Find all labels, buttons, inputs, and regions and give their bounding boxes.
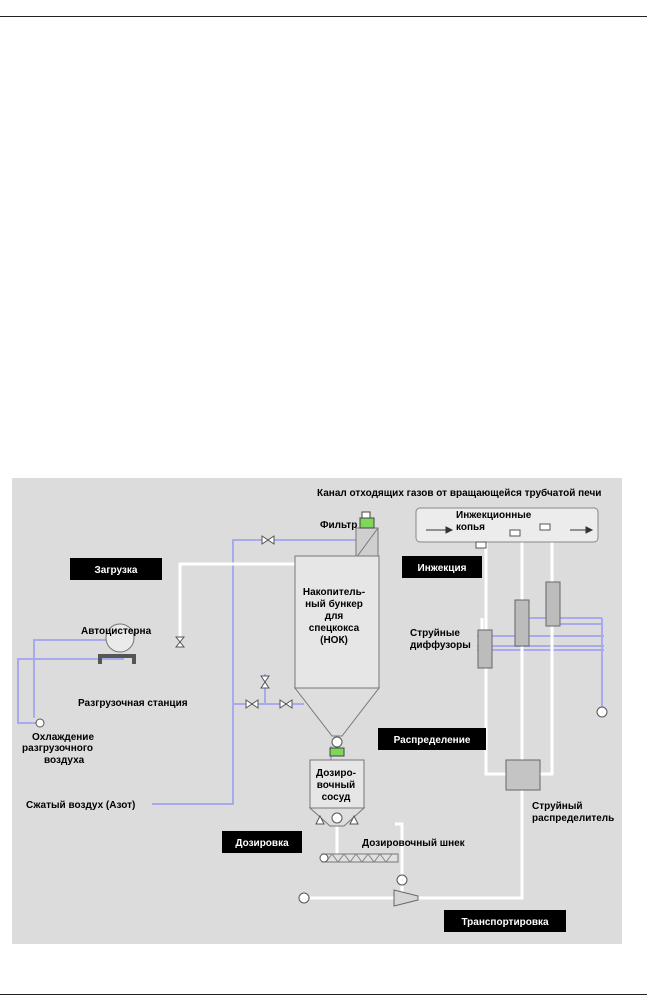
bunker-label-3: для bbox=[325, 611, 344, 622]
distributor-label-2: распределитель bbox=[532, 813, 614, 824]
dosing-vessel-label-3: сосуд bbox=[322, 792, 351, 803]
tanker-leg-left bbox=[98, 656, 102, 664]
channel-label: Канал отходящих газов от вращающейся тру… bbox=[317, 487, 601, 499]
scale-left-icon bbox=[315, 814, 325, 825]
unload-station-label: Разгрузочная станция bbox=[78, 698, 188, 709]
scale-right-icon bbox=[349, 814, 359, 825]
lance-head-1 bbox=[475, 541, 487, 549]
diffusers-label-2: диффузоры bbox=[410, 639, 471, 651]
storage-bunker bbox=[294, 555, 380, 689]
process-diagram: Канал отходящих газов от вращающейся тру… bbox=[12, 478, 622, 944]
tag-transport-bg bbox=[444, 910, 566, 932]
filter-diagonal bbox=[355, 527, 379, 559]
tag-distribution: Распределение bbox=[394, 735, 471, 746]
tag-dosing-bg bbox=[222, 831, 302, 853]
distribution-blower-icon bbox=[596, 706, 608, 718]
lances-label-2: копья bbox=[456, 522, 485, 533]
bunker-label-1: Накопитель- bbox=[303, 587, 365, 598]
compressed-air-label: Сжатый воздух (Азот) bbox=[26, 800, 135, 811]
lance-head-3 bbox=[539, 523, 551, 531]
exhaust-channel bbox=[415, 507, 599, 543]
dosing-vessel-label-1: Дозиро- bbox=[316, 768, 356, 779]
tag-loading: Загрузка bbox=[95, 565, 138, 576]
flow-arrows bbox=[426, 526, 594, 534]
tanker-icon bbox=[105, 623, 135, 653]
cooling-label-3: воздуха bbox=[44, 755, 85, 766]
jet-diffuser-3 bbox=[545, 581, 561, 627]
tag-dosing: Дозировка bbox=[235, 838, 289, 849]
top-rule bbox=[0, 16, 647, 17]
tag-distribution-bg bbox=[378, 728, 486, 750]
dosing-vessel-label-2: вочный bbox=[317, 780, 355, 791]
jet-diffuser-2 bbox=[514, 599, 530, 647]
tag-transport: Транспортировка bbox=[461, 917, 549, 928]
bunker-cone bbox=[293, 687, 381, 737]
dosing-valve-icon bbox=[331, 812, 343, 824]
bunker-label-5: (НОК) bbox=[320, 635, 348, 646]
filter-indicator bbox=[361, 511, 371, 519]
jet-diffuser-1 bbox=[477, 629, 493, 669]
dosing-screw-label: Дозировочный шнек bbox=[362, 838, 466, 849]
diffusers-label-1: Струйные bbox=[410, 628, 460, 639]
tag-injection: Инжекция bbox=[418, 563, 467, 574]
lance-head-2 bbox=[509, 529, 521, 537]
process-diagram-svg: Канал отходящих газов от вращающейся тру… bbox=[17, 487, 614, 932]
tag-injection-bg bbox=[402, 556, 482, 578]
distributor-label-1: Струйный bbox=[532, 801, 583, 812]
tanker-label: Автоцистерна bbox=[81, 626, 152, 637]
tanker-leg-right bbox=[132, 656, 136, 664]
cooling-label-2: разгрузочного bbox=[22, 743, 93, 754]
dosing-vessel bbox=[309, 759, 365, 809]
valve-drive bbox=[329, 747, 345, 757]
lances-label-1: Инжекционные bbox=[456, 510, 532, 521]
bunker-label-4: спецкокса bbox=[309, 623, 360, 634]
rotary-valve-icon bbox=[331, 736, 343, 748]
cooling-label-1: Охлаждение bbox=[32, 732, 94, 743]
screw-motor-icon bbox=[319, 853, 329, 863]
bunker-label: Накопитель- ный бункер для спецкокса (НО… bbox=[303, 587, 365, 803]
screw-helix bbox=[325, 853, 393, 863]
ejector bbox=[393, 889, 419, 907]
screw-valve-icon bbox=[396, 874, 408, 886]
jet-distributor bbox=[505, 759, 541, 791]
section-tags: Загрузка Инжекция Распределение Дозировк… bbox=[70, 556, 566, 932]
bunker-label-2: ный бункер bbox=[305, 598, 363, 610]
filter-label: Фильтр bbox=[320, 520, 357, 531]
filter-motor bbox=[359, 517, 375, 529]
bottom-rule bbox=[0, 994, 647, 995]
tanker-chassis bbox=[98, 654, 136, 658]
valves bbox=[174, 535, 293, 709]
tag-loading-bg bbox=[70, 558, 162, 580]
cooling-fan-icon bbox=[35, 718, 45, 728]
blower-icon bbox=[298, 892, 310, 904]
